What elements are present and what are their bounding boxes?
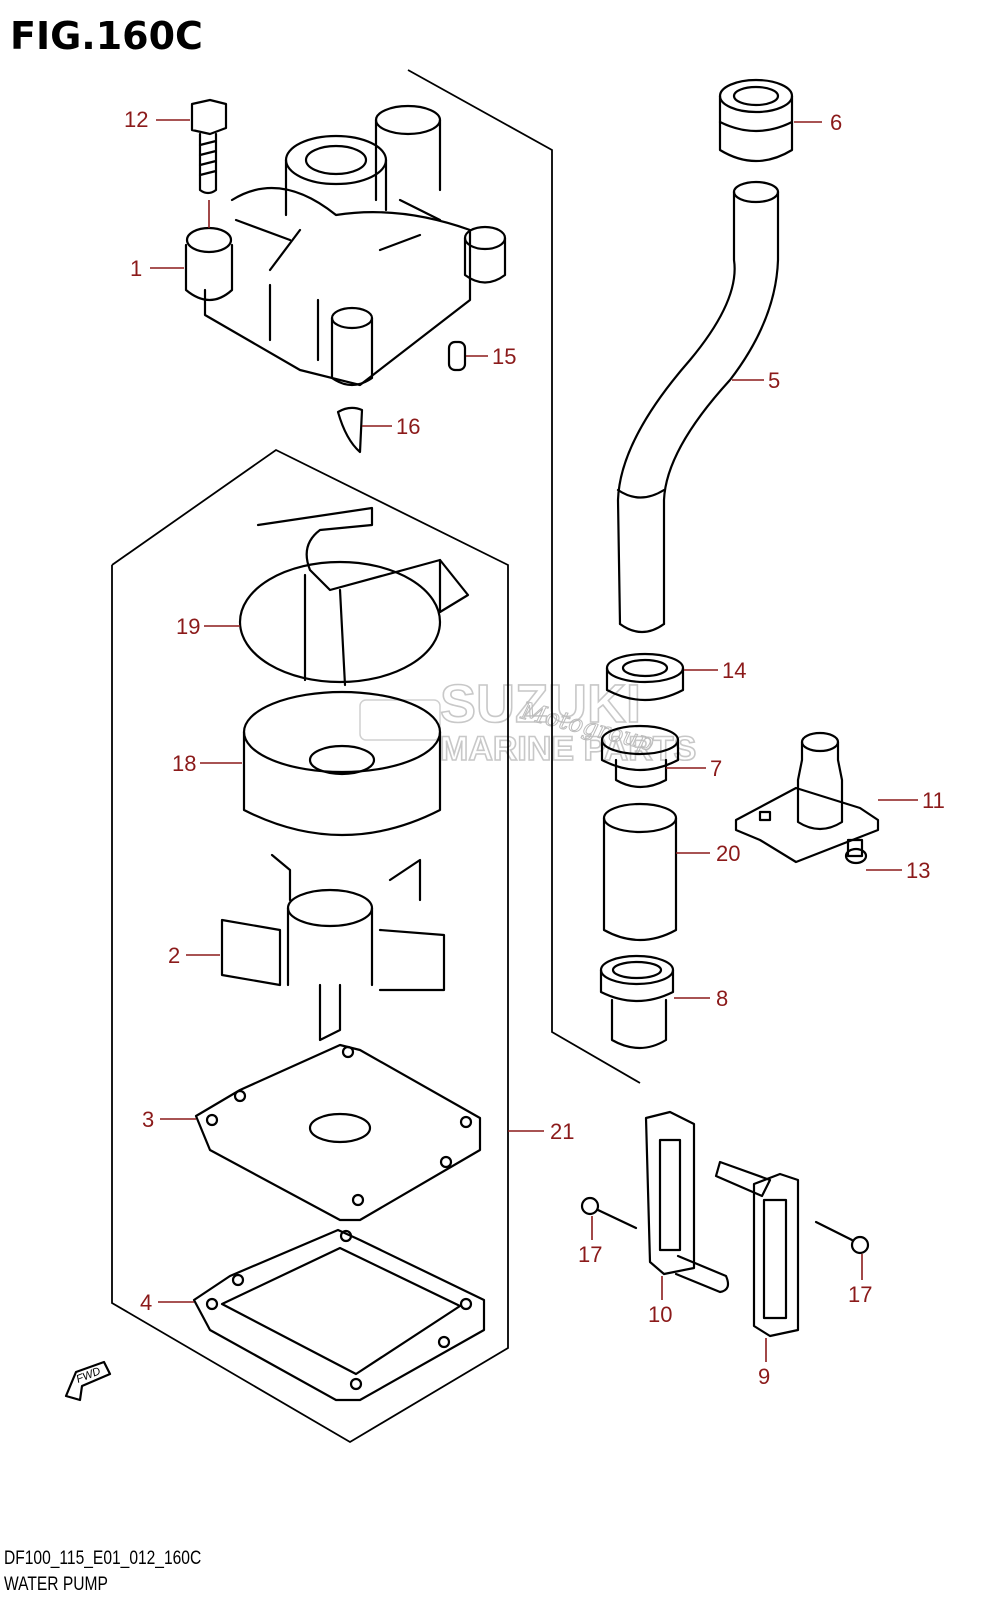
pin-15 (447, 340, 467, 372)
leaders (150, 119, 918, 1362)
grommet-6 (718, 78, 794, 162)
screw-17-right (814, 1220, 870, 1255)
callout-8: 8 (716, 986, 728, 1011)
screw-13 (844, 838, 868, 865)
seal-7 (600, 724, 680, 789)
group-frame (111, 448, 509, 1444)
bolt-12 (190, 98, 228, 195)
figure-name: WATER PUMP (4, 1574, 108, 1595)
callout-5: 5 (768, 368, 780, 393)
gasket-4 (192, 1228, 486, 1402)
rail-9 (714, 1160, 800, 1338)
callout-13: 13 (906, 858, 930, 883)
callout-16: 16 (396, 414, 420, 439)
ring-14 (605, 652, 685, 702)
callout-6: 6 (830, 110, 842, 135)
callout-2: 2 (168, 943, 180, 968)
bracket-frame (407, 69, 641, 1084)
hose-5 (616, 180, 780, 634)
impeller-2 (220, 853, 446, 1042)
gasket-19 (238, 506, 470, 687)
key-16 (336, 406, 364, 454)
watermark-logo (359, 699, 441, 741)
figure-code: DF100_115_E01_012_160C (4, 1548, 202, 1569)
callout-17-left: 17 (578, 1242, 602, 1267)
callout-18: 18 (172, 751, 196, 776)
callout-9: 9 (758, 1364, 770, 1389)
fitting-11 (734, 731, 880, 864)
callout-7: 7 (710, 756, 722, 781)
pump-case-1 (184, 104, 507, 387)
svg-text:MARINE PARTS: MARINE PARTS (440, 730, 696, 768)
figure-title: FIG.160C (10, 14, 203, 58)
callout-4: 4 (140, 1290, 152, 1315)
callout-1: 1 (130, 256, 142, 281)
screw-17-left (580, 1196, 638, 1230)
tube-20 (602, 802, 678, 941)
plate-3 (194, 1043, 482, 1222)
fwd-arrow: FWD (64, 1360, 112, 1402)
callout-20: 20 (716, 841, 740, 866)
callout-3: 3 (142, 1107, 154, 1132)
callout-19: 19 (176, 614, 200, 639)
callout-21: 21 (550, 1119, 574, 1144)
callout-12: 12 (124, 107, 148, 132)
callout-11: 11 (922, 788, 945, 813)
callout-15: 15 (492, 344, 516, 369)
callout-17-right: 17 (848, 1282, 872, 1307)
rail-10 (644, 1110, 730, 1294)
grommet-8 (599, 954, 675, 1050)
liner-18 (242, 690, 442, 836)
callouts: 12 1 15 16 19 18 2 3 4 21 6 5 14 7 20 8 … (124, 107, 945, 1389)
callout-14: 14 (722, 658, 746, 683)
callout-10: 10 (648, 1302, 672, 1327)
